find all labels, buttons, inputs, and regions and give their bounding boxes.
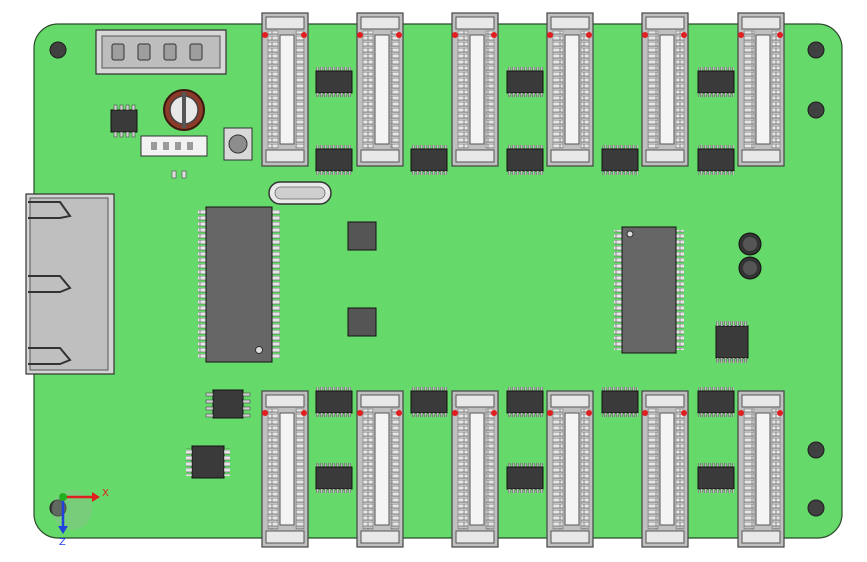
molex-power-connector[interactable] bbox=[95, 29, 227, 75]
mounting-hole bbox=[807, 499, 825, 517]
driver-chip[interactable] bbox=[601, 387, 639, 417]
slot-connector-top[interactable] bbox=[261, 12, 309, 167]
tssop-chip[interactable] bbox=[186, 445, 230, 479]
driver-chip[interactable] bbox=[410, 145, 448, 175]
driver-chip-array bbox=[315, 67, 735, 493]
ssop-microcontroller[interactable] bbox=[614, 226, 684, 354]
soic-8-chip[interactable] bbox=[110, 104, 138, 138]
slot-connector-array bbox=[261, 12, 785, 548]
driver-chip[interactable] bbox=[697, 387, 735, 417]
mounting-hole bbox=[807, 101, 825, 119]
slot-connector-bottom[interactable] bbox=[641, 390, 689, 548]
pcb-board bbox=[33, 23, 843, 539]
driver-chip[interactable] bbox=[315, 463, 353, 493]
smd-resistor bbox=[171, 170, 177, 179]
driver-chip[interactable] bbox=[697, 67, 735, 97]
coordinate-triad[interactable]: X Z bbox=[52, 488, 109, 548]
jst-header-connector[interactable] bbox=[140, 135, 208, 157]
qfn-chip[interactable] bbox=[347, 221, 377, 251]
driver-chip[interactable] bbox=[506, 387, 544, 417]
driver-chip[interactable] bbox=[506, 463, 544, 493]
slot-connector-top[interactable] bbox=[641, 12, 689, 167]
driver-chip[interactable] bbox=[506, 67, 544, 97]
driver-chip[interactable] bbox=[410, 387, 448, 417]
ethernet-rj45-jack[interactable] bbox=[25, 193, 115, 375]
mounting-hole bbox=[807, 441, 825, 459]
driver-chip[interactable] bbox=[506, 145, 544, 175]
driver-chip[interactable] bbox=[697, 145, 735, 175]
soic-8-chip-bottom[interactable] bbox=[205, 389, 251, 419]
slot-connector-top[interactable] bbox=[356, 12, 404, 167]
mounting-hole bbox=[49, 41, 67, 59]
soic-14-chip[interactable] bbox=[715, 321, 749, 363]
tqfp-microcontroller[interactable] bbox=[198, 206, 280, 363]
slot-connector-bottom[interactable] bbox=[546, 390, 594, 548]
mounting-hole bbox=[807, 41, 825, 59]
slot-connector-top[interactable] bbox=[737, 12, 785, 167]
slot-connector-top[interactable] bbox=[546, 12, 594, 167]
axis-x-label: X bbox=[102, 488, 109, 499]
driver-chip[interactable] bbox=[697, 463, 735, 493]
driver-chip[interactable] bbox=[601, 145, 639, 175]
coin-cell-battery[interactable] bbox=[163, 89, 205, 131]
qfn-chip[interactable] bbox=[347, 307, 377, 337]
driver-chip[interactable] bbox=[315, 387, 353, 417]
driver-chip[interactable] bbox=[315, 145, 353, 175]
slot-connector-top[interactable] bbox=[451, 12, 499, 167]
electrolytic-capacitors bbox=[738, 232, 762, 280]
smd-resistor bbox=[181, 170, 187, 179]
driver-chip[interactable] bbox=[315, 67, 353, 97]
slot-connector-bottom[interactable] bbox=[356, 390, 404, 548]
slot-connector-bottom[interactable] bbox=[261, 390, 309, 548]
slot-connector-bottom[interactable] bbox=[737, 390, 785, 548]
tact-switch[interactable] bbox=[223, 127, 253, 161]
slot-connector-bottom[interactable] bbox=[451, 390, 499, 548]
axis-z-label: Z bbox=[59, 537, 66, 548]
